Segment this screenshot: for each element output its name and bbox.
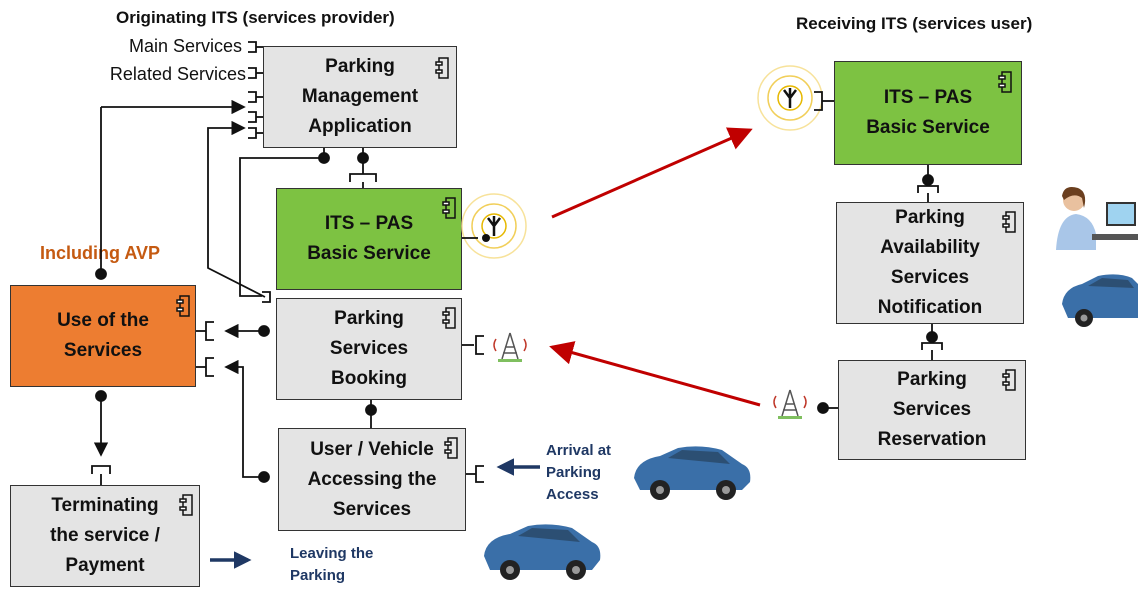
booking-to-pma-link[interactable] [207, 120, 266, 298]
booking-right-port [462, 335, 484, 355]
car-illustration [634, 446, 751, 500]
parking-services-booking-box[interactable]: Parking Services Booking [276, 298, 462, 400]
pas-left-label: ITS – PAS Basic Service [307, 213, 431, 264]
pma-label: Parking Management Application [301, 56, 419, 137]
pma-bottom-links[interactable] [239, 148, 377, 303]
component-icon [176, 57, 1016, 516]
including-avp-label: Including AVP [40, 243, 160, 263]
psr-left-port [817, 402, 838, 414]
parking-services-reservation-box[interactable]: Parking Services Reservation [838, 360, 1026, 460]
antenna-tower-icon [773, 389, 807, 419]
wireless-signal-icon [757, 65, 823, 131]
reservation-red-arrow [549, 341, 761, 407]
term-label: Terminating the service / Payment [50, 495, 160, 576]
use-to-term-link[interactable] [91, 390, 111, 485]
user-at-computer-illustration [1056, 187, 1138, 250]
arrival-note: Arrival at Parking Access [546, 442, 612, 503]
uva-to-use-link[interactable] [224, 359, 270, 483]
wireless-signal-icon [461, 193, 527, 259]
use-of-the-services-box[interactable]: Use of the Services [10, 285, 196, 387]
booking-to-use-link[interactable] [196, 321, 270, 377]
parking-availability-notification-box[interactable]: Parking Availability Services Notificati… [836, 202, 1024, 324]
terminating-service-payment-box[interactable]: Terminating the service / Payment [10, 485, 200, 587]
car-illustration [1062, 274, 1138, 327]
car-illustration [484, 524, 601, 580]
psr-label: Parking Services Reservation [877, 369, 987, 450]
pas-right-port [814, 91, 834, 111]
broadcast-red-arrow [551, 127, 753, 219]
right-column-links[interactable] [917, 165, 943, 360]
booking-to-uva-link[interactable] [365, 400, 377, 428]
parking-management-application-box[interactable]: Parking Management Application [263, 46, 457, 148]
uva-label: User / Vehicle Accessing the Services [307, 438, 437, 520]
pas-right-label: ITS – PAS Basic Service [866, 87, 990, 138]
leaving-note: Leaving the Parking [290, 545, 374, 584]
originating-its-header: Originating ITS (services provider) [116, 8, 395, 27]
main-services-label: Main Services [128, 36, 242, 56]
use-to-pma-links[interactable] [95, 99, 246, 280]
booking-label: Parking Services Booking [329, 308, 409, 389]
related-services-label: Related Services [109, 64, 246, 84]
pan-label: Parking Availability Services Notificati… [877, 207, 983, 318]
use-label: Use of the Services [57, 310, 149, 361]
uva-right-port [466, 465, 484, 483]
user-vehicle-accessing-box[interactable]: User / Vehicle Accessing the Services [278, 428, 466, 531]
its-pas-basic-service-left-box[interactable]: ITS – PAS Basic Service [276, 188, 462, 290]
pma-ports [248, 41, 263, 139]
its-pas-basic-service-right-box[interactable]: ITS – PAS Basic Service [834, 61, 1022, 165]
receiving-its-header: Receiving ITS (services user) [796, 14, 1033, 33]
antenna-tower-icon [493, 332, 527, 362]
